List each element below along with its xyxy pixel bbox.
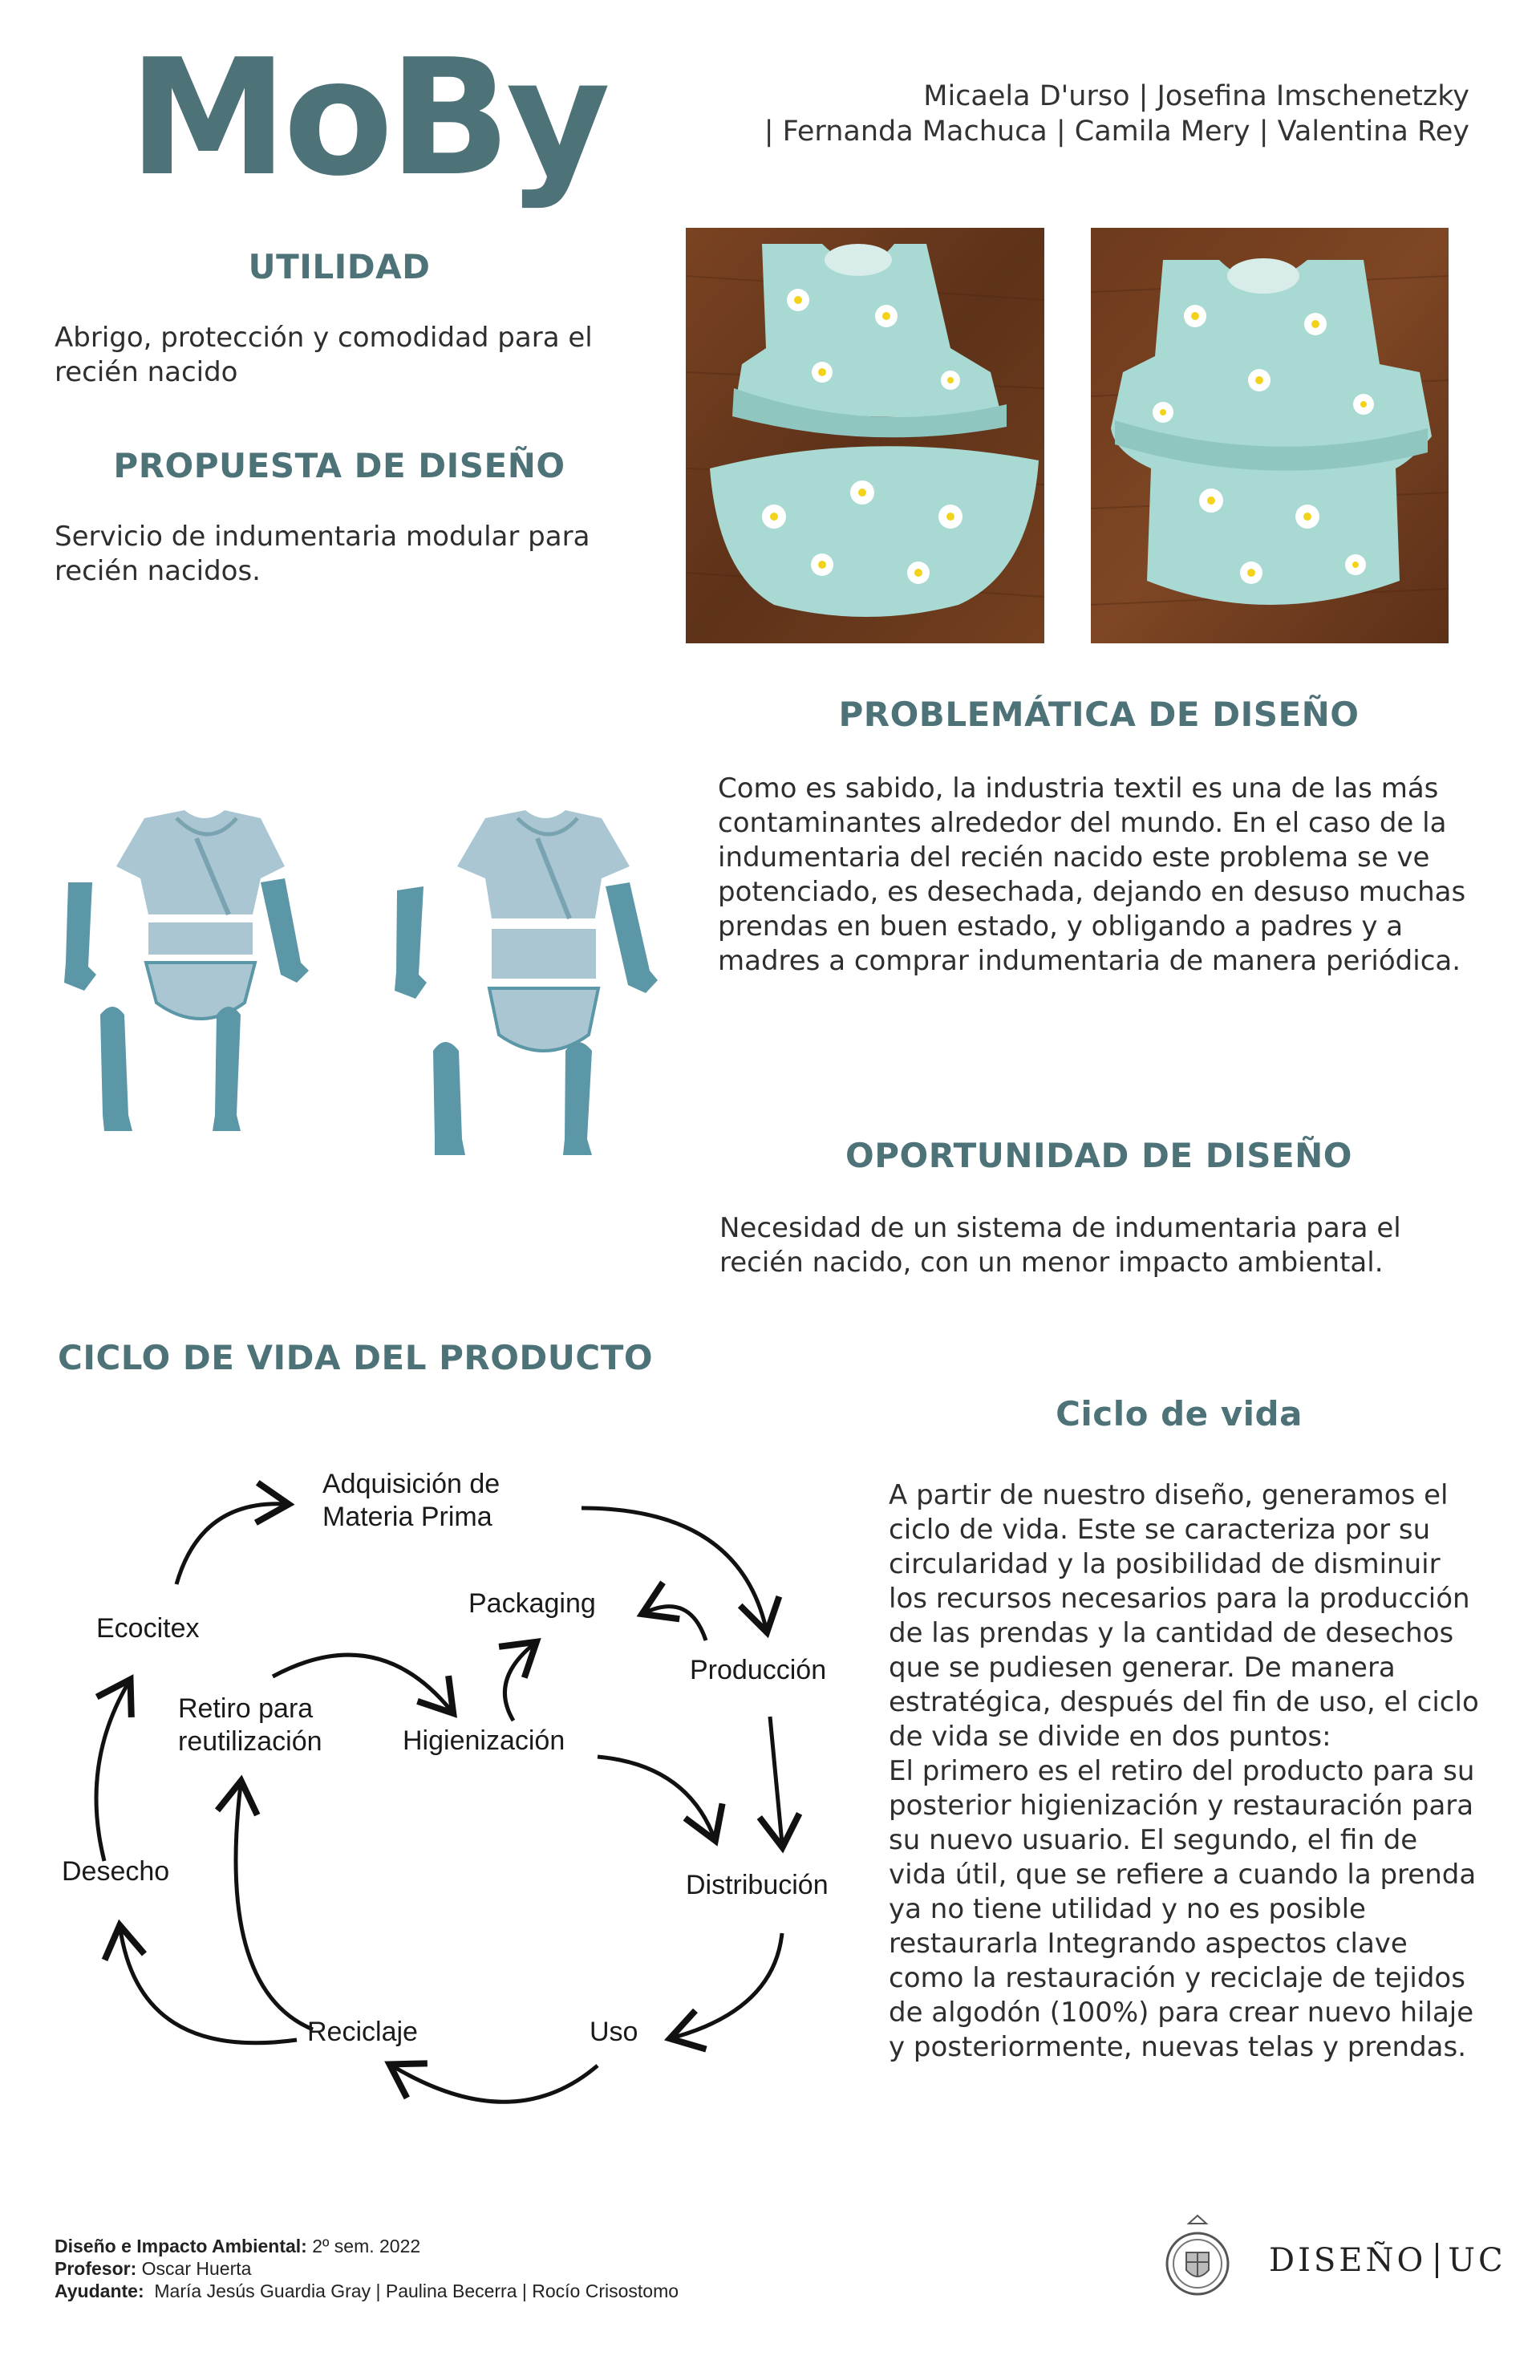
problematica-heading: PROBLEMÁTICA DE DISEÑO xyxy=(838,695,1360,734)
modular-garment-illustration xyxy=(64,810,658,1155)
authors-line-2: | Fernanda Machuca | Camila Mery | Valen… xyxy=(764,116,1469,148)
diseno-uc-brand: DISEÑO UC xyxy=(1269,2242,1506,2279)
node-adquisicion-line-1: Adquisición de xyxy=(322,1469,500,1499)
footer-assistant: Ayudante: María Jesús Guardia Gray | Pau… xyxy=(55,2280,679,2302)
moby-logo: MoBy xyxy=(128,25,610,212)
node-reciclaje: Reciclaje xyxy=(307,2017,418,2047)
node-packaging: Packaging xyxy=(468,1588,596,1619)
footer-ayud-label: Ayudante: xyxy=(55,2281,144,2301)
oportunidad-heading: OPORTUNIDAD DE DISEÑO xyxy=(845,1136,1352,1175)
problematica-text: Como es sabido, la industria textil es u… xyxy=(718,772,1466,977)
node-ecocitex: Ecocitex xyxy=(96,1613,200,1644)
node-retiro: Retiro para reutilización xyxy=(178,1693,322,1758)
authors: Micaela D'urso | Josefina Imschenetzky |… xyxy=(748,79,1469,149)
node-desecho: Desecho xyxy=(62,1856,170,1887)
node-adquisicion: Adquisición de Materia Prima xyxy=(322,1468,500,1534)
university-seal-icon xyxy=(1165,2214,1230,2296)
propuesta-text: Servicio de indumentaria modular para re… xyxy=(55,521,590,587)
photo-garment-assembled xyxy=(1091,228,1449,643)
footer-prof-label: Profesor: xyxy=(55,2258,137,2279)
propuesta-heading: PROPUESTA DE DISEÑO xyxy=(113,446,565,485)
node-higienizacion: Higienización xyxy=(403,1725,565,1756)
authors-line-1: Micaela D'urso | Josefina Imschenetzky xyxy=(923,80,1469,112)
life-cycle-diagram: Adquisición de Materia Prima Packaging P… xyxy=(0,1428,882,2134)
photo-garment-separated xyxy=(686,228,1044,643)
garment-photo-2-graphic xyxy=(1091,228,1449,643)
garment-photo-1-graphic xyxy=(686,228,1044,643)
garment-set-2-icon xyxy=(395,810,658,1155)
node-retiro-line-1: Retiro para xyxy=(178,1693,314,1724)
oportunidad-text: Necesidad de un sistema de indumentaria … xyxy=(719,1212,1401,1279)
utilidad-text: Abrigo, protección y comodidad para el r… xyxy=(55,322,593,388)
footer-professor: Profesor: Oscar Huerta xyxy=(55,2257,679,2280)
ciclo-vida-text: A partir de nuestro diseño, generamos el… xyxy=(889,1479,1479,2063)
utilidad-heading: UTILIDAD xyxy=(248,247,431,286)
node-distribucion: Distribución xyxy=(686,1870,829,1900)
brand-divider xyxy=(1436,2243,1439,2278)
footer-ayud-value: María Jesús Guardia Gray | Paulina Becer… xyxy=(144,2281,679,2301)
ciclo-producto-heading: CICLO DE VIDA DEL PRODUCTO xyxy=(58,1338,654,1377)
ciclo-vida-heading: Ciclo de vida xyxy=(1056,1394,1303,1433)
footer-course-label: Diseño e Impacto Ambiental: xyxy=(55,2236,307,2256)
node-retiro-line-2: reutilización xyxy=(178,1726,322,1757)
node-uso: Uso xyxy=(590,2017,638,2047)
brand-diseno: DISEÑO xyxy=(1269,2242,1427,2279)
node-produccion: Producción xyxy=(690,1655,827,1685)
footer-prof-value: Oscar Huerta xyxy=(136,2258,252,2279)
footer-credits: Diseño e Impacto Ambiental: 2º sem. 2022… xyxy=(55,2235,679,2302)
garment-set-1-icon xyxy=(64,810,309,1131)
brand-uc: UC xyxy=(1448,2242,1506,2279)
life-cycle-arrows xyxy=(94,1480,803,2104)
footer-course-value: 2º sem. 2022 xyxy=(306,2236,421,2256)
node-adquisicion-line-2: Materia Prima xyxy=(322,1502,492,1532)
footer-course: Diseño e Impacto Ambiental: 2º sem. 2022 xyxy=(55,2235,679,2257)
